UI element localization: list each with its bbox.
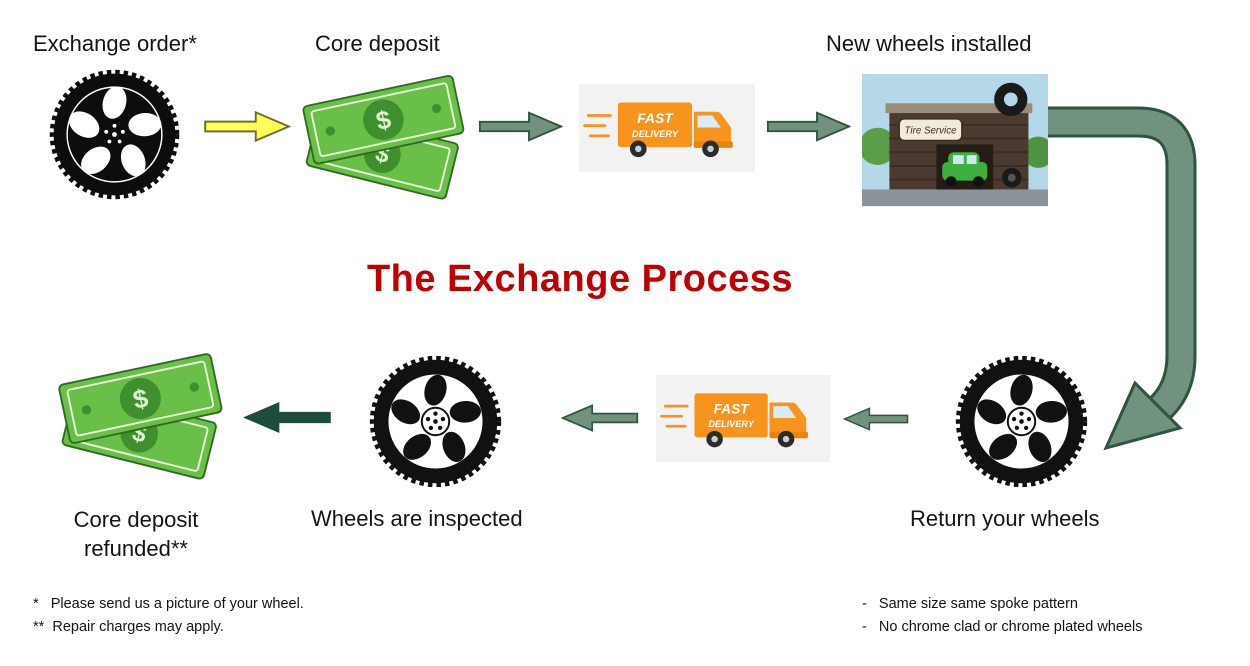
footnote-send-picture: * Please send us a picture of your wheel…	[33, 596, 304, 612]
label-return-your-wheels: Return your wheels	[910, 506, 1100, 531]
arrow-inspection-to-refund-icon	[243, 399, 332, 436]
wheel-inspected-icon	[362, 348, 509, 495]
money-icon-deposit	[295, 66, 475, 204]
arrow-shipping-to-install-icon	[766, 109, 851, 144]
diagram-title: The Exchange Process	[366, 258, 794, 300]
delivery-truck-icon-return	[655, 375, 831, 462]
label-core-deposit-refunded-line1: Core deposit	[73, 507, 199, 532]
label-wheels-are-inspected: Wheels are inspected	[311, 506, 523, 531]
arrow-order-to-deposit-icon	[203, 109, 291, 144]
arrow-return-to-shipping-icon	[843, 405, 909, 433]
money-icon-refund	[52, 344, 232, 484]
shop-sign-text: Tire Service	[905, 126, 958, 137]
footnotes-right: - Same size same spoke pattern - No chro…	[862, 593, 1142, 639]
tire-service-shop-icon: Tire Service	[862, 73, 1048, 207]
label-exchange-order: Exchange order*	[33, 31, 197, 56]
label-new-wheels-installed: New wheels installed	[826, 31, 1032, 56]
footnotes-left: * Please send us a picture of your wheel…	[33, 593, 304, 639]
arrow-shipping-to-inspection-icon	[561, 402, 639, 434]
wheel-black-icon	[42, 62, 187, 207]
delivery-truck-icon-outbound	[578, 84, 756, 172]
label-core-deposit-refunded: Core deposit refunded**	[35, 505, 237, 563]
curved-arrow-down-icon	[1048, 106, 1197, 451]
label-core-deposit-refunded-line2: refunded**	[84, 536, 188, 561]
footnote-same-size: - Same size same spoke pattern	[862, 596, 1078, 612]
arrow-deposit-to-shipping-icon	[478, 109, 563, 144]
label-core-deposit: Core deposit	[315, 31, 440, 56]
footnote-no-chrome: - No chrome clad or chrome plated wheels	[862, 619, 1143, 635]
footnote-repair-charges: ** Repair charges may apply.	[33, 619, 224, 635]
wheel-return-icon	[948, 348, 1095, 495]
